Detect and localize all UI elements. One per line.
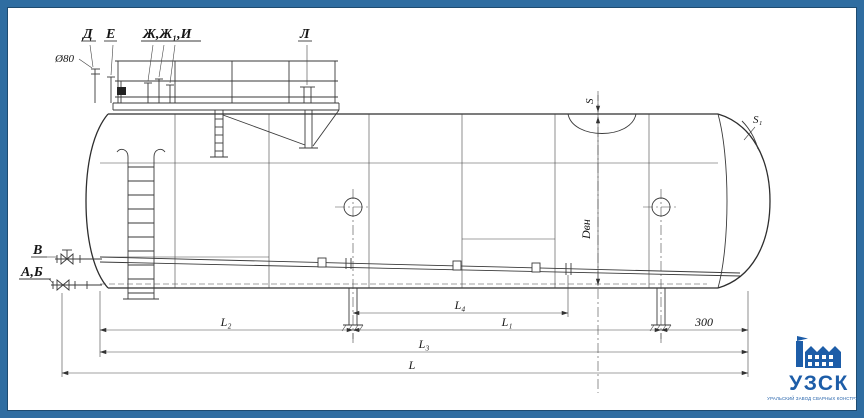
top-platform [112, 60, 340, 158]
extension-lines [61, 275, 749, 377]
callout-v-label: В [32, 243, 42, 258]
side-ladder [116, 148, 166, 300]
dim-l2-label: L₂ [220, 315, 232, 329]
uzsk-logo: УЗСК УРАЛЬСКИЙ ЗАВОД СВАРНЫХ КОНСТРУКЦИЙ [767, 336, 857, 401]
thickness-s-label: S [584, 98, 596, 104]
callout-l-label: Л [299, 27, 310, 42]
valve-v-symbol [60, 253, 74, 265]
manhole-arc [567, 113, 637, 134]
callout-zh-label: Ж,Ж₁,И [142, 27, 193, 42]
bottom-piping [51, 249, 741, 291]
shell-plate-seams [100, 114, 718, 288]
logo-text: УЗСК [789, 372, 849, 395]
callout-ab-label: А,Б [20, 265, 43, 280]
shell-nozzles [335, 189, 679, 339]
callout-s1-label: S₁ [753, 114, 763, 126]
factory-icon [796, 336, 841, 368]
valve-ab-symbol [56, 279, 70, 291]
valve-block [117, 87, 126, 95]
dim-l1-label: L₁ [501, 315, 513, 329]
inner-diameter-label: Dвн [579, 219, 593, 240]
dim-l3-label: L₃ [418, 337, 430, 351]
top-fittings [91, 68, 315, 103]
dim-l4-label: L₄ [454, 298, 466, 312]
dim-300-label: 300 [694, 315, 713, 329]
bottom-outlets [341, 288, 672, 332]
dimension-lines: L₄ L₂ L₁ 300 L₃ L [61, 275, 749, 377]
right-head-thickness-line [741, 120, 759, 150]
callout-labels: Д Е Ж,Ж₁,И Л Ø80 В А,Б S₁ [19, 27, 763, 280]
tank-technical-drawing: Д Е Ж,Ж₁,И Л Ø80 В А,Б S₁ S Dвн L₄ [19, 27, 857, 401]
tank-body [85, 113, 771, 289]
tank-right-head [717, 113, 771, 289]
callout-dia80-label: Ø80 [54, 53, 74, 65]
callout-d-label: Д [81, 27, 93, 42]
callout-e-label: Е [105, 27, 115, 42]
right-head-weld-seam [717, 113, 728, 289]
tank-left-head [85, 113, 109, 289]
diameter-dimension: S Dвн [579, 91, 601, 393]
dim-l-label: L [408, 358, 416, 372]
logo-subtitle: УРАЛЬСКИЙ ЗАВОД СВАРНЫХ КОНСТРУКЦИЙ [767, 396, 857, 401]
callout-leaders [47, 44, 756, 284]
